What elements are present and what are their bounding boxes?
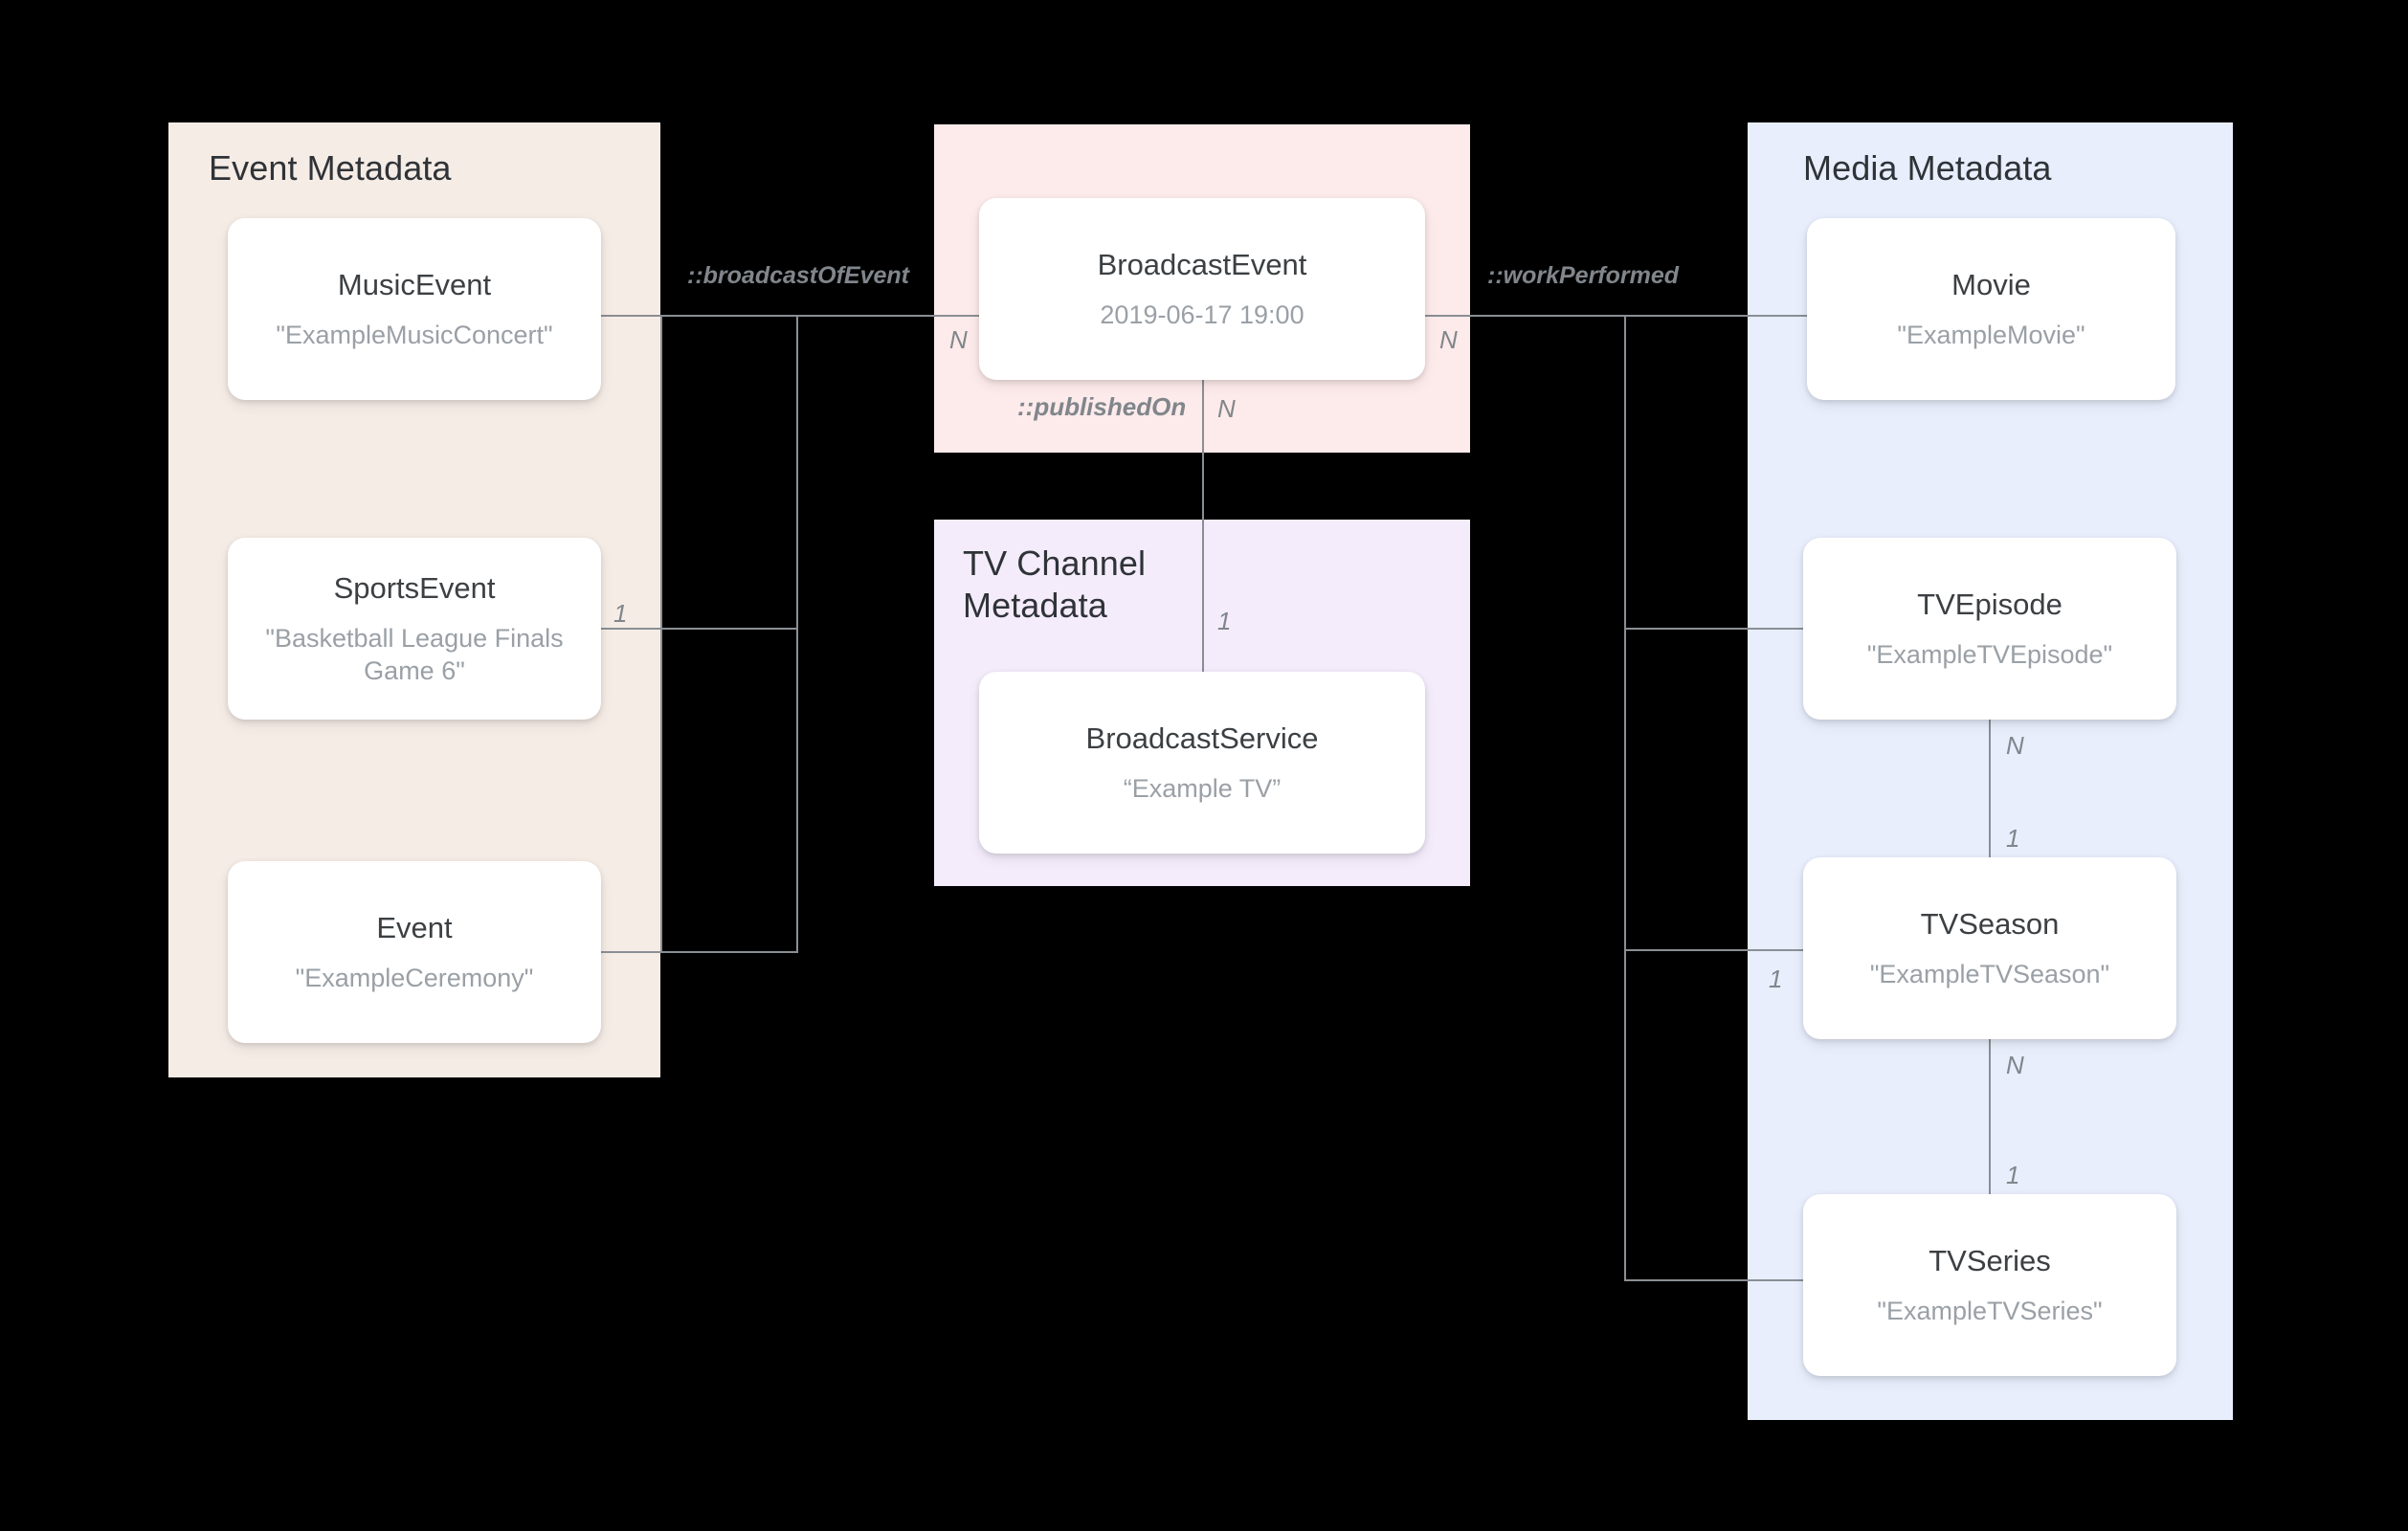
entity-value-broadcastservice: “Example TV” xyxy=(1123,773,1282,803)
entity-type-broadcastservice: BroadcastService xyxy=(1085,721,1319,756)
connector-event-horizontal xyxy=(601,951,798,953)
entity-value-tvseries: "ExampleTVSeries" xyxy=(1877,1296,2103,1325)
entity-card-broadcastevent[interactable]: BroadcastEvent 2019-06-17 19:00 xyxy=(979,198,1425,380)
entity-type-movie: Movie xyxy=(1951,268,2031,302)
entity-value-event: "ExampleCeremony" xyxy=(295,963,534,992)
relation-label-publishedon: ::publishedOn xyxy=(1017,392,1187,421)
entity-value-broadcastevent: 2019-06-17 19:00 xyxy=(1100,300,1304,329)
connector-trunk-to-tvepisode xyxy=(1624,628,1806,630)
cardinality-tvseries-one: 1 xyxy=(2006,1161,2020,1189)
connector-event-trunk-vertical xyxy=(796,315,798,953)
relation-label-workperformed: ::workPerformed xyxy=(1487,262,1680,289)
connector-trunk-to-tvseason xyxy=(1624,949,1806,951)
entity-card-tvseason[interactable]: TVSeason "ExampleTVSeason" xyxy=(1803,857,2176,1039)
entity-card-sportsevent[interactable]: SportsEvent "Basketball League Finals Ga… xyxy=(228,538,601,720)
connector-event-group-stub-vertical xyxy=(660,315,662,953)
connector-publishedon-vertical xyxy=(1202,380,1204,674)
entity-card-event[interactable]: Event "ExampleCeremony" xyxy=(228,861,601,1043)
connector-trunk-to-broadcastevent xyxy=(660,315,986,317)
entity-value-movie: "ExampleMovie" xyxy=(1897,320,2085,349)
entity-value-sportsevent: "Basketball League Finals Game 6" xyxy=(265,623,564,685)
entity-card-tvepisode[interactable]: TVEpisode "ExampleTVEpisode" xyxy=(1803,538,2176,720)
cardinality-sportsevent-one: 1 xyxy=(613,599,628,628)
entity-type-broadcastevent: BroadcastEvent xyxy=(1097,248,1307,282)
entity-type-sportsevent: SportsEvent xyxy=(333,571,496,606)
cardinality-broadcastevent-right-n: N xyxy=(1439,325,1458,354)
cardinality-tvepisode-n: N xyxy=(2006,731,2024,760)
entity-type-musicevent: MusicEvent xyxy=(337,268,492,302)
group-title-event-metadata: Event Metadata xyxy=(209,148,452,188)
group-title-media-metadata: Media Metadata xyxy=(1803,148,2052,188)
entity-type-tvseries: TVSeries xyxy=(1929,1244,2051,1278)
cardinality-tvseason-n: N xyxy=(2006,1051,2024,1079)
entity-card-tvseries[interactable]: TVSeries "ExampleTVSeries" xyxy=(1803,1194,2176,1376)
connector-tvseason-to-tvseries-vertical xyxy=(1989,1039,1991,1194)
connector-broadcastevent-to-media-trunk xyxy=(1425,315,1808,317)
entity-type-event: Event xyxy=(376,911,453,945)
entity-value-musicevent: "ExampleMusicConcert" xyxy=(276,320,553,349)
entity-card-broadcastservice[interactable]: BroadcastService “Example TV” xyxy=(979,672,1425,854)
cardinality-tvseason-one-top: 1 xyxy=(2006,824,2020,853)
connector-media-trunk-vertical xyxy=(1624,315,1626,1281)
entity-type-tvepisode: TVEpisode xyxy=(1917,588,2062,622)
cardinality-tvseason-one-left: 1 xyxy=(1769,965,1783,993)
cardinality-publishedon-n: N xyxy=(1217,394,1236,423)
entity-type-tvseason: TVSeason xyxy=(1920,907,2060,942)
entity-value-tvepisode: "ExampleTVEpisode" xyxy=(1866,639,2113,669)
connector-sportsevent-horizontal xyxy=(601,628,798,630)
cardinality-broadcastevent-left-n: N xyxy=(949,325,968,354)
entity-card-movie[interactable]: Movie "ExampleMovie" xyxy=(1807,218,2175,400)
entity-value-tvseason: "ExampleTVSeason" xyxy=(1869,959,2110,988)
cardinality-broadcastservice-one: 1 xyxy=(1217,607,1232,635)
group-title-tv-channel-metadata: TV Channel Metadata xyxy=(963,544,1147,625)
entity-card-musicevent[interactable]: MusicEvent "ExampleMusicConcert" xyxy=(228,218,601,400)
connector-trunk-to-tvseries xyxy=(1624,1279,1806,1281)
connector-tvepisode-to-tvseason-vertical xyxy=(1989,720,1991,857)
relation-label-broadcastofevent: ::broadcastOfEvent xyxy=(687,262,909,289)
